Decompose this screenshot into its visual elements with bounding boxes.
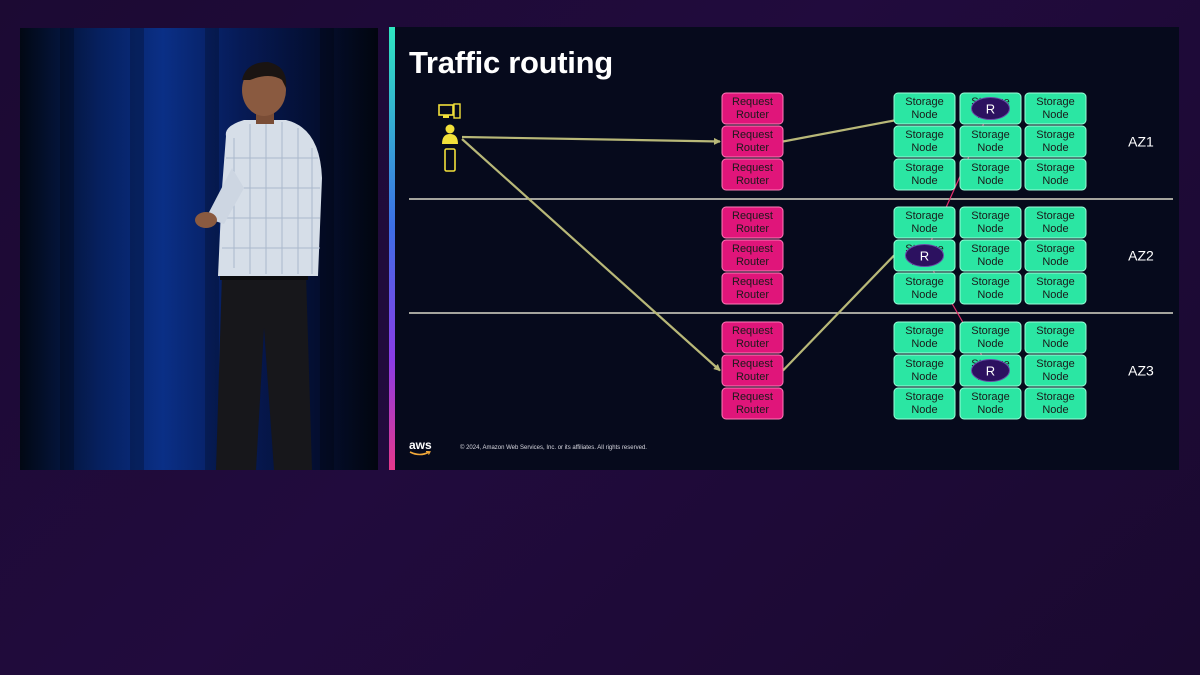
availability-zone-label: AZ3 xyxy=(1128,363,1154,379)
storage-node xyxy=(893,92,956,125)
storage-node xyxy=(959,158,1022,191)
availability-zone-label: AZ1 xyxy=(1128,134,1154,150)
storage-node xyxy=(1024,272,1087,305)
aws-smile-icon xyxy=(409,451,431,456)
mobile-phone-icon xyxy=(444,148,456,172)
storage-node xyxy=(893,206,956,239)
speaker-video xyxy=(20,28,378,470)
request-router xyxy=(721,387,784,420)
router-to-storage-az2-arrow xyxy=(782,254,895,372)
request-router xyxy=(721,272,784,305)
aws-logo-text: aws xyxy=(409,438,432,452)
client-to-router-az3-arrow xyxy=(461,138,721,372)
slide-accent-bar xyxy=(389,27,395,470)
storage-node xyxy=(1024,239,1087,272)
replica-label: R xyxy=(986,364,995,379)
copyright-notice: © 2024, Amazon Web Services, Inc. or its… xyxy=(460,445,647,451)
storage-node xyxy=(1024,206,1087,239)
user-icon xyxy=(442,124,458,144)
curtain-fold xyxy=(320,28,334,470)
storage-node xyxy=(959,321,1022,354)
storage-node xyxy=(893,354,956,387)
storage-node xyxy=(959,272,1022,305)
request-router xyxy=(721,206,784,239)
curtain-fold xyxy=(60,28,74,470)
storage-node xyxy=(1024,321,1087,354)
replica-node xyxy=(971,97,1010,120)
storage-node xyxy=(1024,387,1087,420)
storage-node xyxy=(1024,354,1087,387)
aws-logo: aws xyxy=(409,439,432,456)
router-to-storage-az1-arrow xyxy=(782,119,895,143)
storage-node xyxy=(893,125,956,158)
storage-node xyxy=(959,206,1022,239)
request-router xyxy=(721,321,784,354)
replica-node xyxy=(971,359,1010,382)
slide-title: Traffic routing xyxy=(409,45,613,80)
storage-node xyxy=(1024,92,1087,125)
desktop-icon xyxy=(438,103,461,119)
request-router xyxy=(721,158,784,191)
storage-node xyxy=(893,321,956,354)
storage-node xyxy=(959,387,1022,420)
storage-node xyxy=(893,387,956,420)
presenter xyxy=(195,62,322,470)
storage-node xyxy=(959,239,1022,272)
request-router xyxy=(721,92,784,125)
storage-node xyxy=(1024,158,1087,191)
request-router xyxy=(721,125,784,158)
storage-node xyxy=(893,158,956,191)
client-to-router-az1-arrow xyxy=(461,135,721,145)
storage-node xyxy=(959,125,1022,158)
storage-node xyxy=(893,272,956,305)
curtain-fold xyxy=(205,28,219,470)
availability-zone-label: AZ2 xyxy=(1128,248,1154,264)
request-router xyxy=(721,239,784,272)
replica-label: R xyxy=(986,102,995,117)
request-router xyxy=(721,354,784,387)
storage-node xyxy=(1024,125,1087,158)
curtain-fold xyxy=(130,28,144,470)
replica-label: R xyxy=(920,249,929,264)
replica-node xyxy=(905,244,944,267)
